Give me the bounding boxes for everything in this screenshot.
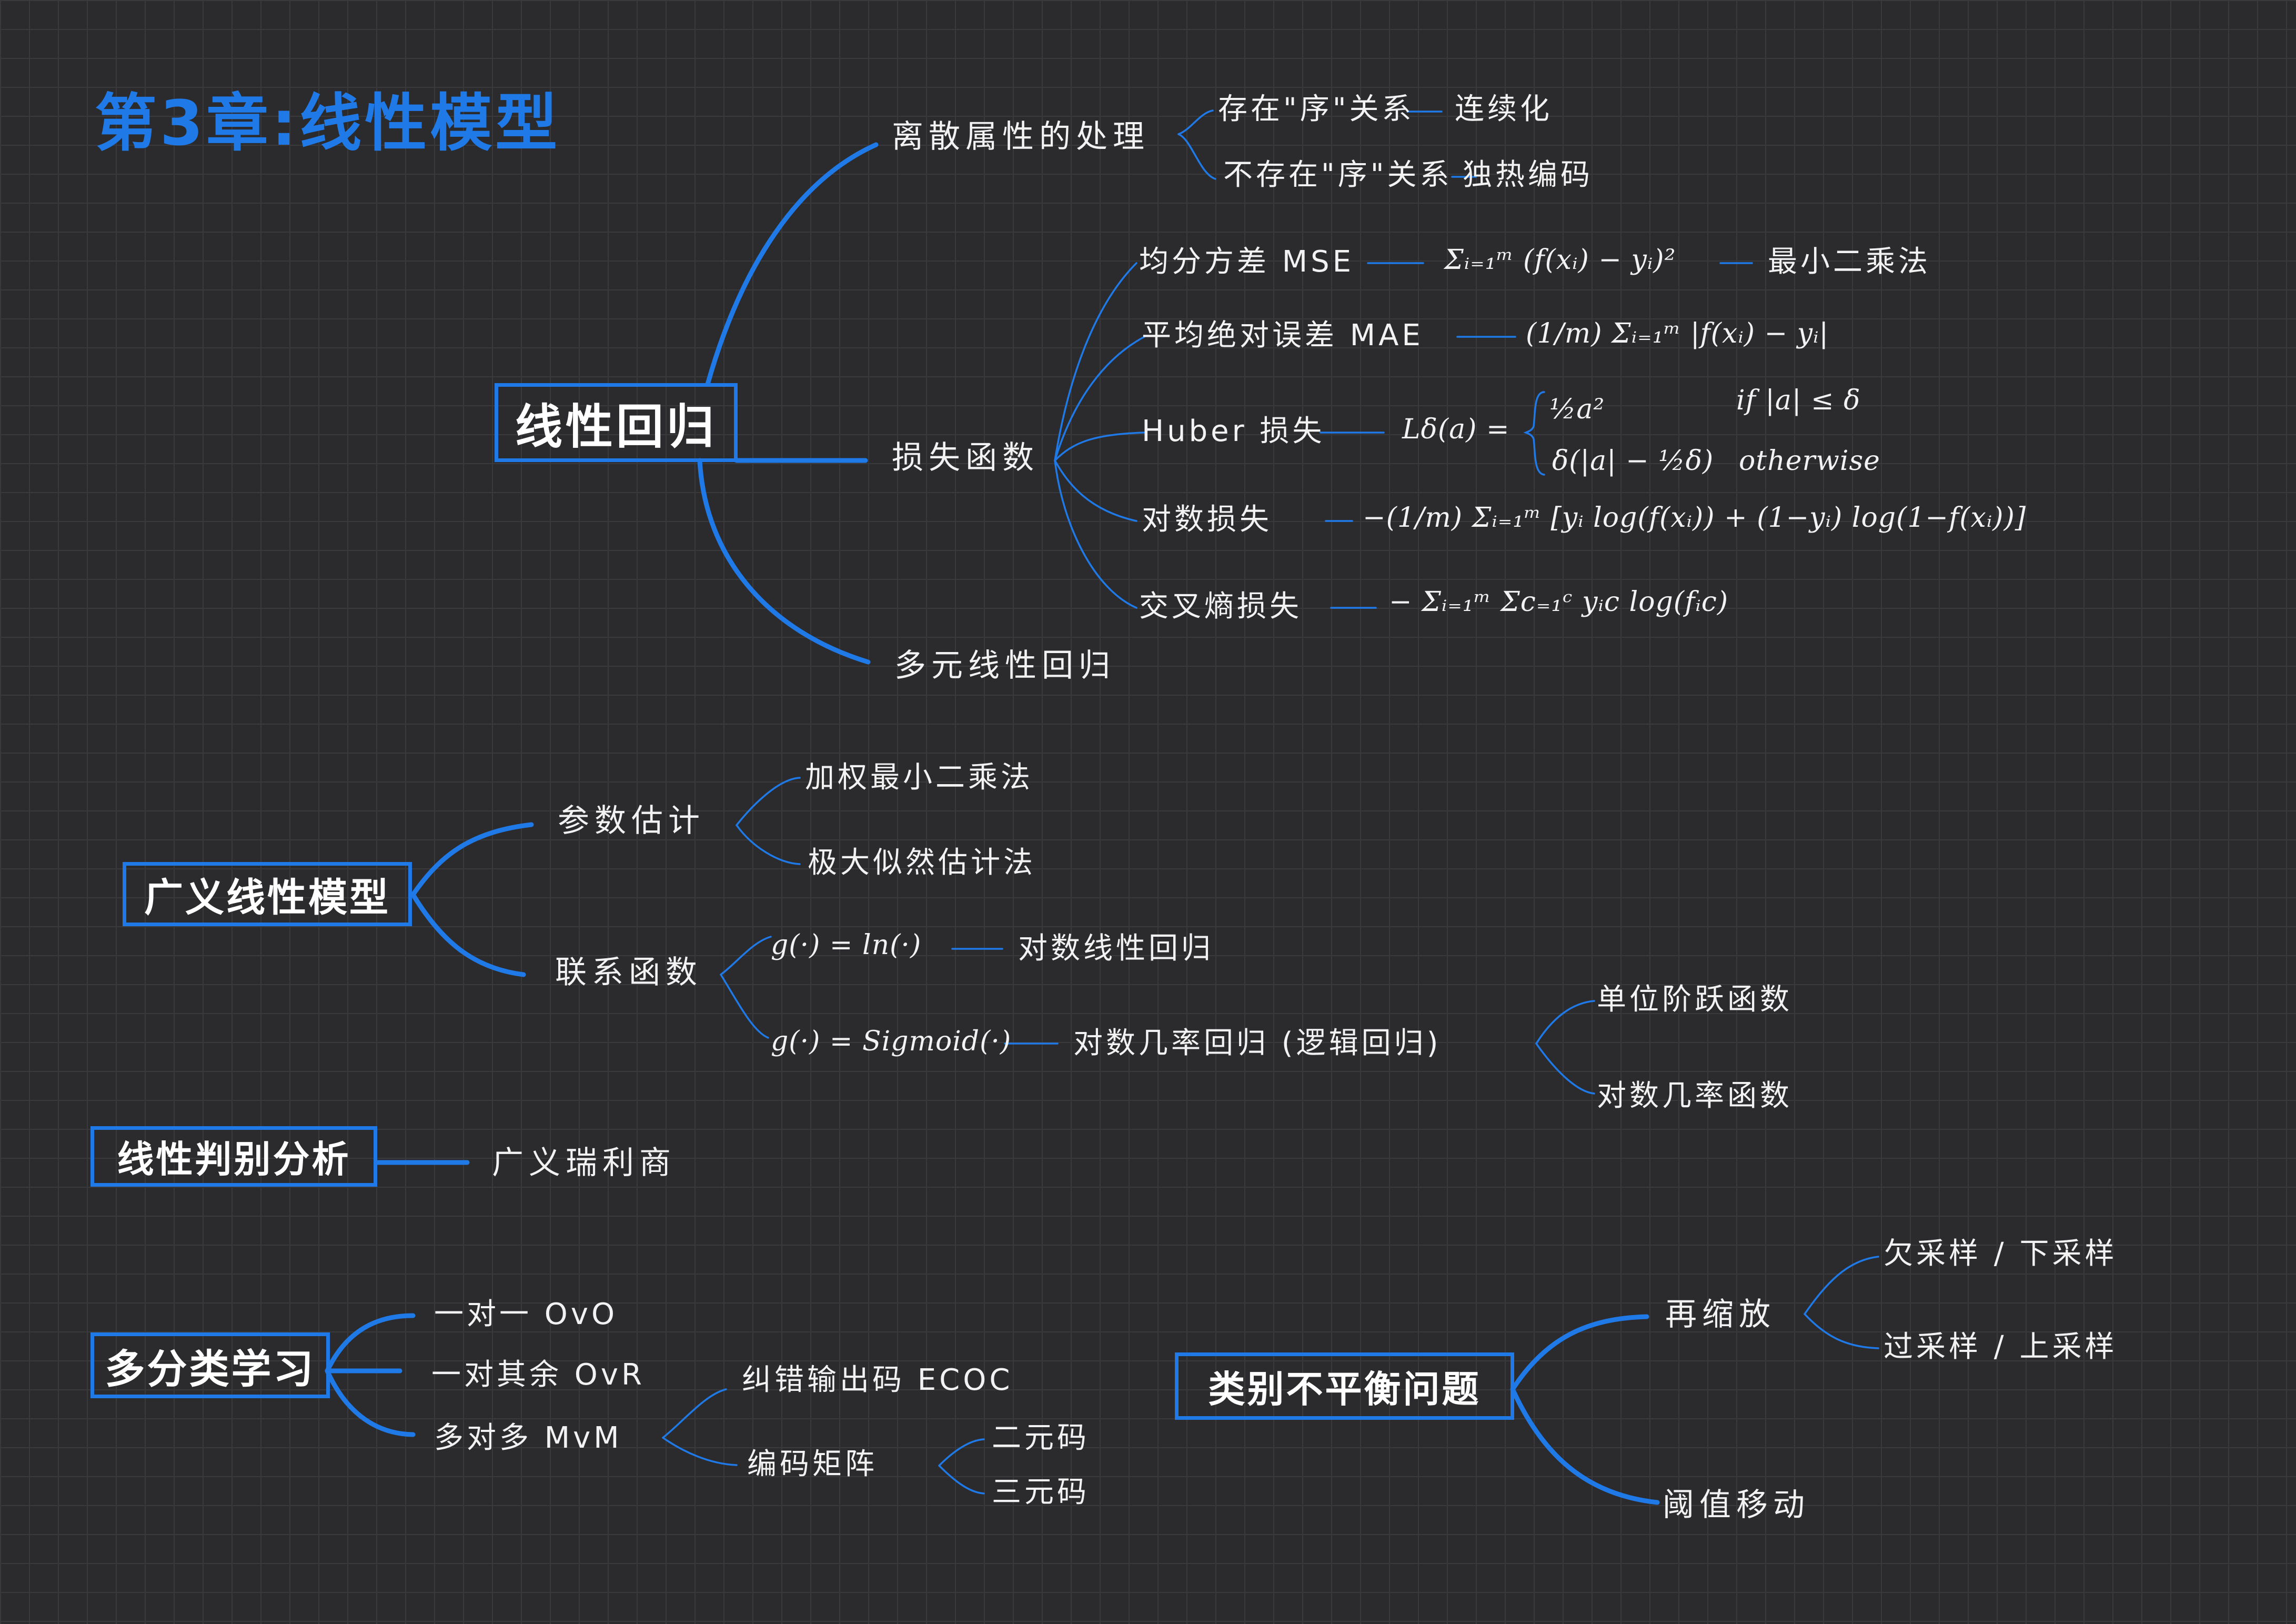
node-rescaling[interactable]: 再缩放 (1665, 1296, 1776, 1333)
formula-mse: Σᵢ₌₁ᵐ (f(xᵢ) − yᵢ)² (1444, 244, 1676, 276)
node-ecoc[interactable]: 纠错输出码 ECOC (742, 1363, 1013, 1397)
formula-huber-lhs: Lδ(a) = (1402, 414, 1510, 445)
node-linear-regression[interactable]: 线性回归 (495, 383, 738, 462)
node-logistic-regression[interactable]: 对数几率回归 (逻辑回归) (1073, 1026, 1442, 1060)
node-log-linear-regression[interactable]: 对数线性回归 (1018, 931, 1214, 966)
branch-imb-threshold (1510, 1387, 1660, 1505)
branch-imb-rescale (1510, 1314, 1649, 1392)
branch-glm-link (410, 892, 526, 977)
node-threshold-moving[interactable]: 阈值移动 (1663, 1487, 1810, 1523)
node-logodds-function[interactable]: 对数几率函数 (1597, 1079, 1793, 1113)
formula-link-ln: g(·) = ln(·) (771, 929, 922, 961)
branch-lr-discrete (705, 142, 879, 387)
node-mse[interactable]: 均分方差 MSE (1139, 245, 1355, 279)
formula-cross-entropy: − Σᵢ₌₁ᵐ Σc₌₁ᶜ yᵢc log(fᵢc) (1389, 586, 1729, 618)
huber-brace (1523, 391, 1545, 476)
node-param-estimation[interactable]: 参数估计 (558, 803, 705, 839)
node-ternary-code[interactable]: 三元码 (992, 1475, 1090, 1509)
branch-mc-mvm (325, 1368, 416, 1437)
formula-link-sigmoid: g(·) = Sigmoid(·) (771, 1026, 1012, 1057)
node-mae[interactable]: 平均绝对误差 MAE (1142, 318, 1424, 353)
node-mse-result[interactable]: 最小二乘法 (1768, 245, 1931, 279)
node-unit-step[interactable]: 单位阶跃函数 (1597, 983, 1793, 1017)
node-undersampling[interactable]: 欠采样 / 下采样 (1884, 1237, 2118, 1271)
page-title: 第3章:线性模型 (95, 87, 561, 159)
node-huber[interactable]: Huber 损失 (1142, 414, 1325, 448)
node-multiclass[interactable]: 多分类学习 (90, 1332, 330, 1398)
node-glm[interactable]: 广义线性模型 (123, 862, 412, 926)
node-coding-matrix[interactable]: 编码矩阵 (747, 1447, 878, 1481)
node-multiclass-label: 多分类学习 (105, 1345, 316, 1392)
formula-huber-case2: δ(|a| − ½δ) (1552, 445, 1714, 477)
node-oversampling[interactable]: 过采样 / 上采样 (1884, 1330, 2118, 1364)
node-loss-function[interactable]: 损失函数 (892, 439, 1039, 476)
node-class-imbalance-label: 类别不平衡问题 (1208, 1367, 1481, 1411)
node-ordered-result[interactable]: 连续化 (1455, 92, 1553, 126)
node-multivariate-lr[interactable]: 多元线性回归 (894, 647, 1115, 684)
node-ordered[interactable]: 存在"序"关系 (1218, 92, 1415, 126)
node-binary-code[interactable]: 二元码 (992, 1421, 1090, 1455)
node-rayleigh-quotient[interactable]: 广义瑞利商 (492, 1145, 676, 1181)
node-mle[interactable]: 极大似然估计法 (808, 846, 1036, 880)
branch-mc-ovo (325, 1313, 416, 1374)
node-unordered[interactable]: 不存在"序"关系 (1223, 158, 1453, 192)
node-lda-label: 线性判别分析 (117, 1138, 351, 1181)
node-wls[interactable]: 加权最小二乘法 (805, 760, 1033, 795)
node-class-imbalance[interactable]: 类别不平衡问题 (1175, 1352, 1514, 1420)
node-linear-regression-label: 线性回归 (515, 399, 717, 455)
node-glm-label: 广义线性模型 (144, 875, 390, 920)
node-discrete-attr[interactable]: 离散属性的处理 (892, 118, 1150, 155)
node-unordered-result[interactable]: 独热编码 (1463, 158, 1593, 192)
node-lda[interactable]: 线性判别分析 (90, 1126, 377, 1187)
node-cross-entropy[interactable]: 交叉熵损失 (1139, 589, 1302, 624)
formula-log-loss: −(1/m) Σᵢ₌₁ᵐ [yᵢ log(f(xᵢ)) + (1−yᵢ) log… (1363, 502, 2027, 534)
branch-glm-param (410, 822, 534, 897)
node-ovr[interactable]: 一对其余 OvR (431, 1358, 645, 1392)
node-log-loss[interactable]: 对数损失 (1142, 503, 1272, 537)
formula-huber-cond1: if |a| ≤ δ (1736, 385, 1861, 416)
formula-huber-cond2: otherwise (1739, 445, 1880, 477)
branch-lr-multi (697, 458, 871, 665)
node-link-function[interactable]: 联系函数 (555, 954, 702, 991)
node-ovo[interactable]: 一对一 OvO (434, 1297, 618, 1331)
formula-mae: (1/m) Σᵢ₌₁ᵐ |f(xᵢ) − yᵢ| (1526, 318, 1829, 349)
node-mvm[interactable]: 多对多 MvM (434, 1421, 622, 1455)
formula-huber-case1: ½a² (1549, 394, 1605, 425)
